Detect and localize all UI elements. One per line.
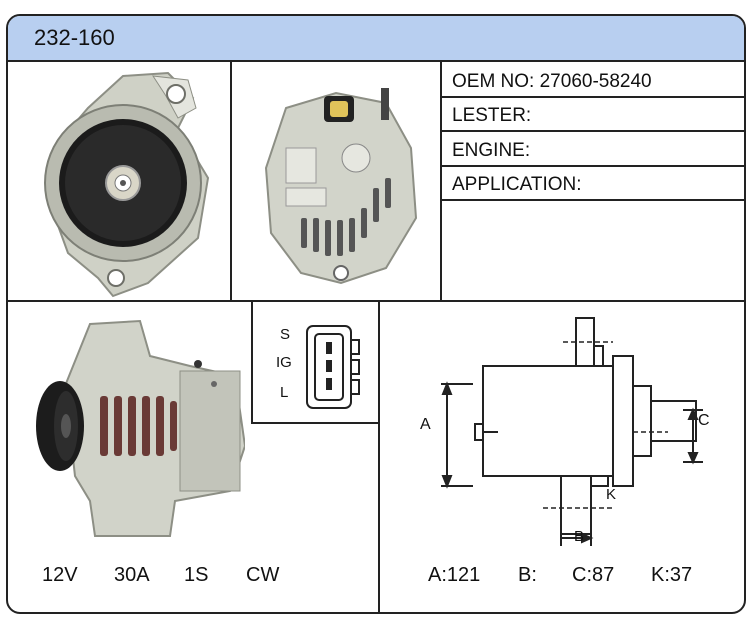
dimension-k-label: K [606,486,617,503]
oem-number: OEM NO: 27060-58240 [452,71,652,92]
amperage-value: 30A [114,564,150,586]
voltage-value: 12V [42,564,78,586]
application-field: APPLICATION: [452,174,582,195]
dimension-a-value: A:121 [428,564,481,586]
dimension-k-value: K:37 [651,564,693,586]
connector-diagram: S IG L [251,302,380,424]
spec-sheet: 232-160 OEM NO: 27060-58240 LESTER: ENGI… [6,14,746,614]
groove-value: 1S [184,564,209,586]
divider-middle [8,300,744,302]
pin-label: IG [276,354,292,371]
alternator-side-photo [36,319,245,537]
divider-top-2 [440,60,442,302]
spec-separator [442,130,744,132]
alternator-rear-photo [264,88,418,285]
rotation-value: CW [246,564,280,586]
spec-separator [442,165,744,167]
pin-label: L [280,384,289,401]
divider-bottom [378,300,380,612]
dimension-c-label: C [698,412,710,429]
alternator-front-photo [44,71,210,298]
lester-field: LESTER: [452,105,532,126]
dimension-b-value: B: [518,564,537,586]
engine-field: ENGINE: [452,140,531,161]
divider-top-1 [230,60,232,302]
connector-plug-icon [306,325,360,409]
dimension-a-label: A [420,416,431,433]
spec-separator [442,96,744,98]
dimension-c-value: C:87 [572,564,615,586]
part-number-title: 232-160 [34,25,115,50]
dimension-b-label: B [574,528,585,545]
spec-separator [442,199,744,201]
title-bar: 232-160 [8,16,744,62]
dimension-drawing [441,317,703,546]
pin-label: S [280,326,291,343]
